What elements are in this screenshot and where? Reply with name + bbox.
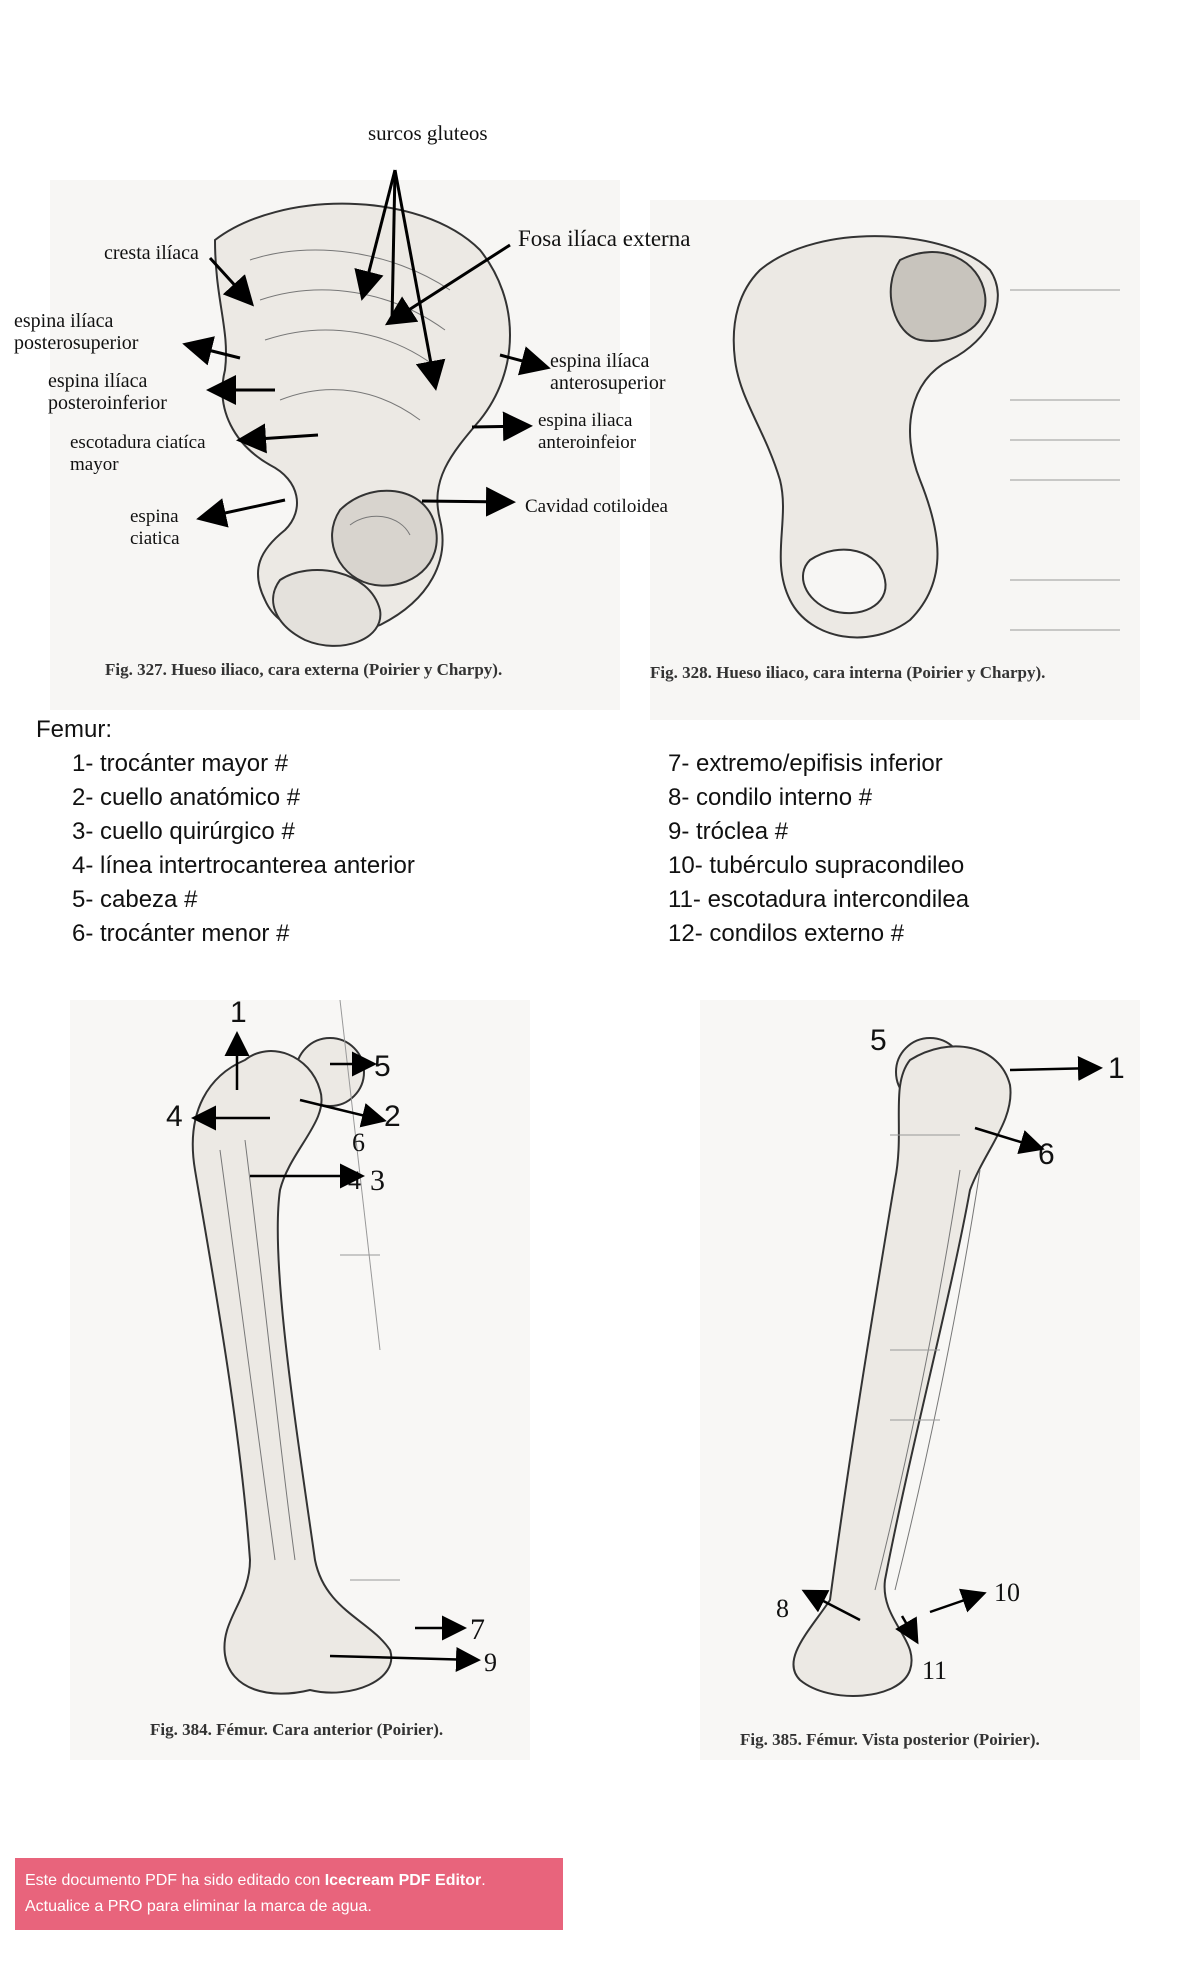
watermark-text: . xyxy=(481,1872,486,1889)
fig385-caption: Fig. 385. Fémur. Vista posterior (Poirie… xyxy=(740,1730,1040,1749)
femur-anterior-label: 1 xyxy=(230,996,247,1029)
label-cavidad-cotiloidea: Cavidad cotiloidea xyxy=(525,496,668,517)
label-escotadura-ciatica: escotadura ciatíca mayor xyxy=(70,432,206,475)
label-espina-anteroinferior: espina iliaca anteroinfeior xyxy=(538,410,637,453)
label-espina-posteroinferior: espina ilíaca posteroinferior xyxy=(48,370,167,414)
list-item: 10- tubérculo supracondileo xyxy=(668,852,965,879)
label-fosa-iliaca-externa: Fosa ilíaca externa xyxy=(518,226,691,251)
list-item: 4- línea intertrocanterea anterior xyxy=(72,852,415,879)
watermark-brand: Icecream PDF Editor xyxy=(324,1872,482,1889)
hip-bone-internal-illustration: Fig. 328. Hueso iliaco, cara interna (Po… xyxy=(650,200,1140,720)
femur-title: Femur: xyxy=(36,716,113,743)
femur-posterior-label: 11 xyxy=(922,1656,948,1685)
list-item: 1- trocánter mayor # xyxy=(72,750,289,777)
list-item: 2- cuello anatómico # xyxy=(72,784,301,811)
watermark-text: Este documento PDF ha sido editado con xyxy=(25,1872,325,1889)
femur-anterior-label: 5 xyxy=(374,1050,391,1083)
femur-heading: Femur: xyxy=(36,713,112,747)
femur-posterior-label: 1 xyxy=(1108,1052,1125,1085)
fig328-caption: Fig. 328. Hueso iliaco, cara interna (Po… xyxy=(650,663,1045,682)
label-cresta-iliaca: cresta ilíaca xyxy=(104,242,199,264)
watermark-banner[interactable]: Este documento PDF ha sido editado con I… xyxy=(15,1858,563,1930)
list-item: 6- trocánter menor # xyxy=(72,920,290,947)
femur-posterior-illustration: Fig. 385. Fémur. Vista posterior (Poirie… xyxy=(700,1000,1140,1760)
femur-posterior-label: 5 xyxy=(870,1024,887,1057)
femur-posterior-label: 10 xyxy=(994,1578,1020,1607)
label-espina-anterosuperior: espina ilíaca anterosuperior xyxy=(550,350,666,394)
hip-bone-external-illustration: Fig. 327. Hueso iliaco, cara externa (Po… xyxy=(50,180,620,710)
pelvis-arrows xyxy=(182,169,551,528)
list-item: 8- condilo interno # xyxy=(668,784,873,811)
label-espina-ciatica: espina ciatica xyxy=(130,506,180,549)
list-item: 3- cuello quirúrgico # xyxy=(72,818,295,845)
femur-anterior-label: 2 xyxy=(384,1100,401,1133)
label-surcos-gluteos: surcos gluteos xyxy=(368,121,488,145)
watermark-line2: Actualice a PRO para eliminar la marca d… xyxy=(25,1898,372,1915)
list-item: 7- extremo/epifisis inferior xyxy=(668,750,943,777)
watermark-line1: Este documento PDF ha sido editado con I… xyxy=(15,1858,563,1894)
list-item: 5- cabeza # xyxy=(72,886,198,913)
femur-list-right: 7- extremo/epifisis inferior 8- condilo … xyxy=(668,747,969,951)
femur-anterior-label: 9 xyxy=(484,1648,497,1677)
femur-anterior-label: 3 xyxy=(370,1164,385,1197)
femur-anterior-label: 6 xyxy=(352,1128,365,1157)
fig327-caption: Fig. 327. Hueso iliaco, cara externa (Po… xyxy=(105,660,502,679)
fig384-caption: Fig. 384. Fémur. Cara anterior (Poirier)… xyxy=(150,1720,443,1739)
femur-list-left: 1- trocánter mayor # 2- cuello anatómico… xyxy=(72,747,415,951)
list-item: 12- condilos externo # xyxy=(668,920,905,947)
femur-anterior-label: 7 xyxy=(470,1613,485,1646)
femur-arrows xyxy=(191,1031,1103,1672)
list-item: 9- tróclea # xyxy=(668,818,789,845)
list-item: 11- escotadura intercondilea xyxy=(668,886,970,913)
femur-posterior-label: 8 xyxy=(776,1594,789,1623)
label-espina-posterosuperior: espina ilíaca posterosuperior xyxy=(14,310,139,354)
femur-anterior-label: 4 xyxy=(166,1100,183,1133)
